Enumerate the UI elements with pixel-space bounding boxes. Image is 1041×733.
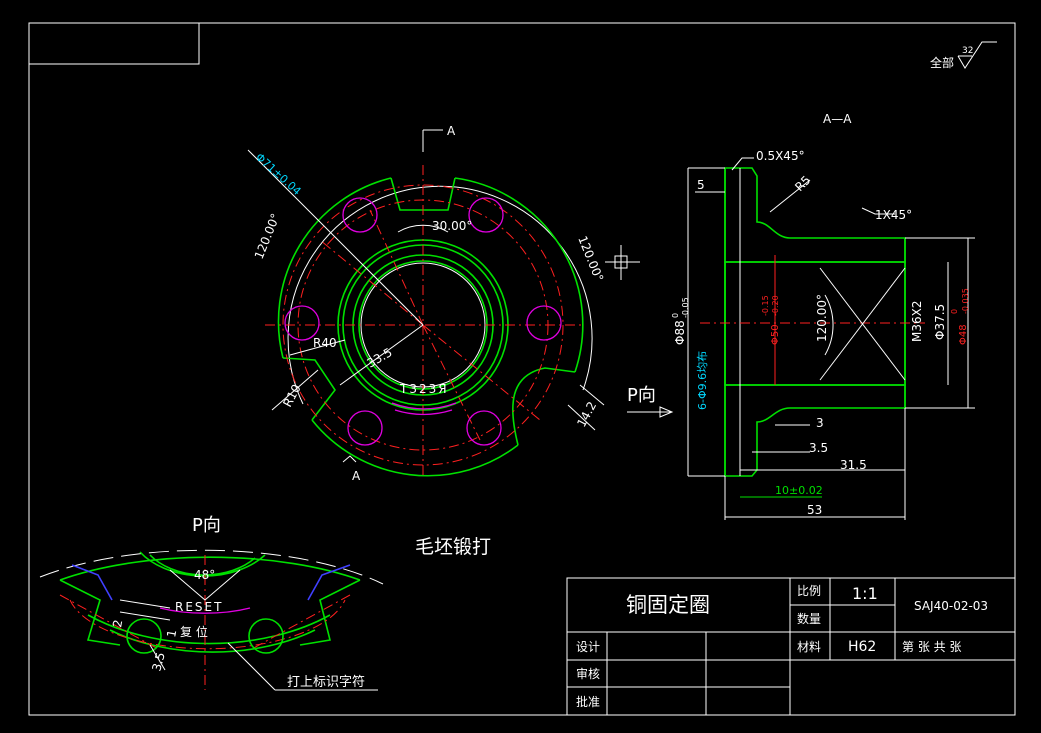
dim-1: 1 bbox=[164, 629, 179, 639]
p-view: P向 48° RESET 复 位 2 1 3.5 打上标识字符 bbox=[39, 515, 384, 691]
p-view-indicator: P向 bbox=[627, 385, 674, 418]
engraved-text: T323Я bbox=[399, 382, 449, 396]
dim-d88-tol-dn: -0.05 bbox=[681, 297, 690, 318]
roughness-symbol-icon bbox=[957, 41, 997, 69]
scale-label: 比例 bbox=[797, 584, 821, 598]
dim-w5: 5 bbox=[697, 178, 705, 192]
dim-d50-tol-dn: -0.20 bbox=[771, 295, 780, 316]
dim-d48-tol-up: 0 bbox=[950, 309, 959, 314]
dim-angle-right: 120.00° bbox=[575, 234, 606, 284]
dim-d48: Φ48 bbox=[958, 324, 969, 345]
drawing-number: SAJ40-02-03 bbox=[914, 599, 988, 613]
dim-r5: R5 bbox=[792, 173, 813, 194]
bolt-hole bbox=[284, 305, 320, 341]
arrow-right-icon bbox=[659, 406, 674, 418]
title-block: 铜固定圈 比例 1:1 数量 SAJ40-02-03 材料 H62 第 张 共 … bbox=[566, 577, 1016, 716]
marking-note: 打上标识字符 bbox=[287, 674, 365, 690]
qty-label: 数量 bbox=[797, 611, 821, 626]
p-view-title: P向 bbox=[192, 515, 221, 536]
bolt-hole bbox=[347, 410, 383, 446]
dim-w315: 31.5 bbox=[840, 458, 867, 472]
dim-d48-tol-dn: -0.035 bbox=[961, 288, 970, 314]
p-view-label: P向 bbox=[627, 385, 656, 406]
section-marker-bottom: A bbox=[352, 469, 361, 483]
material-value: H62 bbox=[848, 639, 876, 655]
bolt-hole bbox=[526, 305, 562, 341]
dim-thread: M36X2 bbox=[910, 301, 924, 342]
dim-35-bottom: 3.5 bbox=[149, 651, 167, 673]
dim-angle-top: 30.00° bbox=[432, 219, 472, 233]
dim-d50-tol-up: -0.15 bbox=[761, 295, 770, 316]
dim-chamfer-1: 1X45° bbox=[875, 208, 912, 222]
dim-d375: Φ37.5 bbox=[933, 304, 947, 340]
roughness-value: 32 bbox=[962, 46, 973, 56]
dim-chamfer-05: 0.5X45° bbox=[756, 149, 805, 163]
sheet-text: 第 张 共 张 bbox=[902, 640, 961, 654]
design-label: 设计 bbox=[576, 640, 600, 654]
drawing-frame bbox=[28, 22, 1016, 716]
dim-d71: Φ71±0.04 bbox=[253, 151, 304, 198]
bolt-hole bbox=[466, 410, 502, 446]
crosshair-icon bbox=[614, 255, 628, 269]
dim-w35: 3.5 bbox=[809, 441, 828, 455]
dim-d88: Φ88 bbox=[673, 320, 687, 345]
material-label: 材料 bbox=[797, 640, 821, 654]
dim-w10: 10±0.02 bbox=[775, 484, 823, 497]
surface-finish: 全部 32 bbox=[930, 41, 997, 70]
dim-r40: R40 bbox=[313, 336, 337, 350]
dim-holes: 6-Φ9.6均布 bbox=[696, 351, 709, 410]
section-marker-top: A bbox=[447, 124, 456, 138]
bolt-hole bbox=[468, 197, 504, 233]
section-title: A—A bbox=[823, 112, 852, 126]
dim-w53: 53 bbox=[807, 503, 822, 517]
section-view: A—A 0.5X45° 1X45° 5 R5 bbox=[671, 112, 975, 520]
review-label: 审核 bbox=[576, 666, 600, 681]
fuwei-marking: 复 位 bbox=[180, 624, 208, 639]
blank-forging-note: 毛坯锻打 bbox=[415, 536, 491, 558]
part-name: 铜固定圈 bbox=[626, 593, 710, 617]
dim-angle-left: 120.00° bbox=[252, 211, 283, 261]
dim-angle-120: 120.00° bbox=[815, 294, 829, 342]
scale-value: 1:1 bbox=[852, 584, 878, 603]
dim-142: 14.2 bbox=[574, 399, 599, 429]
front-view: A A bbox=[247, 124, 640, 483]
dim-w3: 3 bbox=[816, 416, 824, 430]
dim-2: 2 bbox=[110, 619, 125, 629]
approve-label: 批准 bbox=[576, 694, 600, 709]
reset-marking: RESET bbox=[175, 600, 223, 614]
dim-d88-tol-up: 0 bbox=[671, 313, 680, 318]
bolt-hole bbox=[342, 197, 378, 233]
dim-angle-48: 48° bbox=[194, 568, 215, 582]
surface-finish-prefix: 全部 bbox=[930, 55, 954, 70]
dim-d50: Φ50 bbox=[770, 324, 781, 345]
